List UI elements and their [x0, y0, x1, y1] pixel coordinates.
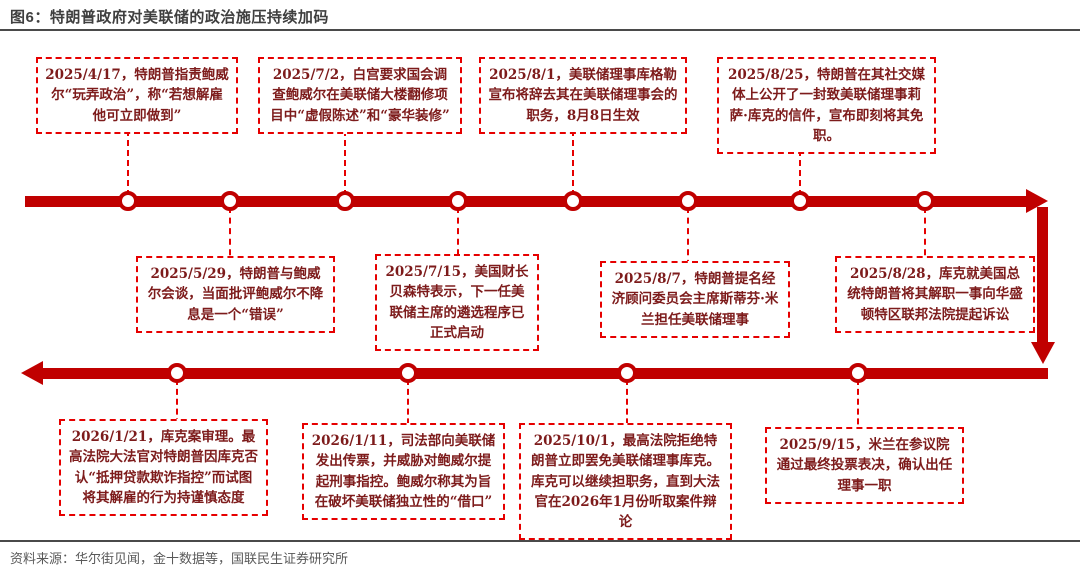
event-date: 2026/1/21: [71, 429, 148, 445]
event-box-2025-9-15: 2025/9/15，米兰在参议院通过最终投票表决，确认出任理事一职: [765, 427, 964, 504]
timeline-node: [335, 191, 355, 211]
event-date: 2025/10/1: [533, 433, 610, 449]
event-date: 2025/8/1: [489, 67, 556, 83]
connector-line: [857, 379, 859, 454]
event-date: 2025/4/17: [45, 67, 121, 83]
event-box-2025-7-2: 2025/7/2，白宫要求国会调查鲍威尔在美联储大楼翻修项目中“虚假陈述”和“豪…: [258, 57, 462, 134]
event-date: 2025/8/28: [849, 266, 926, 282]
event-date: 2025/7/2: [272, 67, 340, 83]
event-box-2025-8-28: 2025/8/28，库克就美国总统特朗普将其解职一事向华盛顿特区联邦法院提起诉讼: [835, 256, 1035, 333]
event-box-2025-7-15: 2025/7/15，美国财长贝森特表示，下一任美联储主席的遴选程序已正式启动: [375, 254, 539, 351]
connector-line: [687, 207, 689, 287]
event-box-2025-5-29: 2025/5/29，特朗普与鲍威尔会谈，当面批评鲍威尔不降息是一个“错误”: [136, 256, 335, 333]
connector-line: [572, 100, 574, 196]
arrow-down-icon: [1031, 342, 1055, 364]
event-date: 2025/7/15: [385, 264, 462, 280]
connector-line: [127, 100, 129, 196]
connector-line: [626, 379, 628, 454]
timeline-node: [448, 191, 468, 211]
timeline-node: [678, 191, 698, 211]
connector-line: [407, 379, 409, 454]
event-desc: ，白宫要求国会调查鲍威尔在美联储大楼翻修项目中“虚假陈述”和“豪华装修”: [270, 67, 450, 124]
timeline-node: [617, 363, 637, 383]
event-desc: ，特朗普在其社交媒体上公开了一封致美联储理事莉萨·库克的信件，宣布即刻将其免职。: [729, 67, 926, 144]
timeline-node: [220, 191, 240, 211]
event-desc: ，特朗普与鲍威尔会谈，当面批评鲍威尔不降息是一个“错误”: [147, 266, 324, 323]
event-date: 2025/8/25: [727, 67, 804, 83]
figure-title: 图6：特朗普政府对美联储的政治施压持续加码: [10, 9, 329, 26]
event-desc: ，特朗普指责鲍威尔“玩弄政治”，称“若想解雇他可立即做到”: [51, 67, 229, 124]
event-box-2025-8-1: 2025/8/1，美联储理事库格勒宣布将辞去其在美联储理事会的职务，8月8日生效: [479, 57, 687, 134]
event-date: 2026/1/11: [311, 433, 388, 449]
title-divider: [0, 29, 1080, 31]
event-box-2026-1-21: 2026/1/21，库克案审理。最高法院大法官对特朗普因库克否认“抵押贷款欺诈指…: [59, 419, 268, 516]
timeline-node: [790, 191, 810, 211]
connector-line: [176, 379, 178, 454]
event-box-2026-1-11: 2026/1/11，司法部向美联储发出传票，并威胁对鲍威尔提起刑事指控。鲍威尔称…: [302, 423, 505, 520]
timeline-bar-bottom: [43, 368, 1048, 379]
event-box-2025-10-1: 2025/10/1，最高法院拒绝特朗普立即罢免美联储理事库克。库克可以继续担职务…: [519, 423, 732, 541]
event-box-2025-8-25: 2025/8/25，特朗普在其社交媒体上公开了一封致美联储理事莉萨·库克的信件，…: [717, 57, 936, 154]
connector-line: [229, 207, 231, 287]
timeline-node: [848, 363, 868, 383]
event-desc: ，库克就美国总统特朗普将其解职一事向华盛顿特区联邦法院提起诉讼: [847, 266, 1023, 323]
event-desc: ，美国财长贝森特表示，下一任美联储主席的遴选程序已正式启动: [389, 264, 529, 341]
event-box-2025-4-17: 2025/4/17，特朗普指责鲍威尔“玩弄政治”，称“若想解雇他可立即做到”: [36, 57, 238, 134]
timeline-node: [398, 363, 418, 383]
event-desc: ，司法部向美联储发出传票，并威胁对鲍威尔提起刑事指控。鲍威尔称其为旨在破坏美联储…: [314, 433, 496, 510]
connector-line: [344, 100, 346, 196]
vertical-connector: [1037, 207, 1048, 342]
timeline-node: [563, 191, 583, 211]
connector-line: [457, 207, 459, 287]
timeline-node: [915, 191, 935, 211]
source-note: 资料来源：华尔街见闻，金十数据等，国联民生证券研究所: [10, 551, 349, 566]
event-desc: ，特朗普提名经济顾问委员会主席斯蒂芬·米兰担任美联储理事: [611, 271, 779, 328]
arrow-left-icon: [21, 361, 43, 385]
event-date: 2025/8/7: [614, 271, 681, 287]
footer-divider: [0, 540, 1080, 542]
connector-line: [924, 207, 926, 287]
timeline-node: [167, 363, 187, 383]
timeline-node: [118, 191, 138, 211]
event-date: 2025/5/29: [150, 266, 227, 282]
event-desc: ，最高法院拒绝特朗普立即罢免美联储理事库克。库克可以继续担职务，直到大法官在20…: [531, 433, 720, 530]
timeline-bar-top: [25, 196, 1026, 207]
event-box-2025-8-7: 2025/8/7，特朗普提名经济顾问委员会主席斯蒂芬·米兰担任美联储理事: [600, 261, 790, 338]
event-date: 2025/9/15: [779, 437, 856, 453]
event-desc: ，美联储理事库格勒宣布将辞去其在美联储理事会的职务，8月8日生效: [488, 67, 678, 124]
event-desc: ，库克案审理。最高法院大法官对特朗普因库克否认“抵押贷款欺诈指控”而试图将其解雇…: [69, 429, 258, 506]
event-desc: ，米兰在参议院通过最终投票表决，确认出任理事一职: [776, 437, 953, 494]
